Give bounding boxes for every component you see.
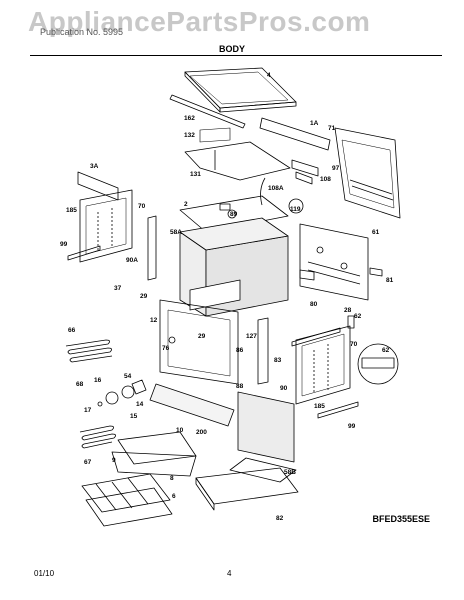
trim-strip-right <box>257 317 269 385</box>
callout: 37 <box>114 285 122 292</box>
oven-bottom <box>195 467 299 511</box>
model-number: BFED355ESE <box>372 514 430 524</box>
bottom-insulation <box>229 391 297 483</box>
callout: 99 <box>60 241 68 248</box>
callout: 28 <box>344 307 352 314</box>
callout: 185 <box>66 207 77 214</box>
side-rail-left <box>67 245 101 261</box>
callout: 90A <box>126 257 138 264</box>
callout: 16 <box>94 377 102 384</box>
section-title: BODY <box>218 44 245 54</box>
footer-date: 01/10 <box>34 569 55 578</box>
oven-cavity <box>179 217 289 317</box>
callout: 80 <box>310 301 318 308</box>
insulation-pad <box>199 127 231 143</box>
callout: 62 <box>354 313 362 320</box>
callout: 29 <box>140 293 148 300</box>
side-panel-left <box>77 171 119 201</box>
oven-top <box>179 195 289 233</box>
callout: 2 <box>184 201 188 208</box>
callout: 83 <box>274 357 282 364</box>
callout: 17 <box>84 407 92 414</box>
callout: 81 <box>386 277 394 284</box>
callout: 127 <box>246 333 257 340</box>
trim-strip-left <box>147 215 157 281</box>
page-number: 4 <box>227 569 232 578</box>
callout: 108A <box>268 185 284 192</box>
callout: 58B <box>284 469 296 476</box>
callout: 88 <box>236 383 244 390</box>
callout: 99 <box>348 423 356 430</box>
broiler-pan <box>111 431 197 477</box>
publication-number: Publication No. 5995 <box>40 27 124 37</box>
callout: 68 <box>76 381 84 388</box>
lower-trim-panel <box>149 383 235 427</box>
callout: 131 <box>190 171 201 178</box>
broil-element <box>79 425 116 449</box>
callout-labels: 4 162 1A 132 71 131 97 108 3A 108A 2 89 … <box>60 72 394 522</box>
front-frame <box>159 299 239 385</box>
thermostat-knob <box>97 379 147 407</box>
side-rail-right <box>317 401 359 419</box>
callout: 66 <box>68 327 76 334</box>
top-baffle <box>184 141 291 181</box>
header-rule <box>30 55 442 56</box>
front-rail <box>169 94 246 129</box>
top-panel <box>184 67 297 113</box>
callout: 86 <box>236 347 244 354</box>
callout: 58A <box>170 229 182 236</box>
callout: 15 <box>130 413 138 420</box>
top-rail-right <box>291 327 341 347</box>
callout: 132 <box>184 132 195 139</box>
callout: 3A <box>90 163 99 170</box>
callout: 62 <box>382 347 390 354</box>
callout: 10 <box>176 427 184 434</box>
back-panel <box>334 127 401 219</box>
callout: 119 <box>290 206 301 213</box>
callout: 12 <box>150 317 158 324</box>
callout: 54 <box>124 373 132 380</box>
connector-detail <box>347 315 399 385</box>
callout: 70 <box>138 203 146 210</box>
terminal-block <box>291 159 319 185</box>
wire-harness <box>260 177 266 206</box>
callout: 90 <box>280 385 288 392</box>
callout: 76 <box>162 345 170 352</box>
callout: 82 <box>276 515 284 522</box>
rear-bracket <box>259 117 331 151</box>
callout: 14 <box>136 401 144 408</box>
callout: 1A <box>310 120 319 127</box>
side-insulation-right <box>295 325 351 405</box>
callout: 4 <box>267 72 271 79</box>
callout: 200 <box>196 429 207 436</box>
callout: 108 <box>320 176 331 183</box>
callout: 70 <box>350 341 358 348</box>
callout: 71 <box>328 125 336 132</box>
side-insulation-left <box>79 189 133 263</box>
callout: 97 <box>332 165 340 172</box>
callout: 9 <box>112 457 116 464</box>
oven-racks <box>81 473 173 527</box>
callout: 185 <box>314 403 325 410</box>
callout: 6 <box>172 493 176 500</box>
callout: 89 <box>230 211 238 218</box>
rear-wiring-panel <box>288 198 383 301</box>
watermark: AppliancePartsPros.com <box>28 6 371 37</box>
callout: 162 <box>184 115 195 122</box>
callout: 67 <box>84 459 92 466</box>
callout: 61 <box>372 229 380 236</box>
callout: 29 <box>198 333 206 340</box>
callout: 8 <box>170 475 174 482</box>
bake-element <box>65 339 113 363</box>
